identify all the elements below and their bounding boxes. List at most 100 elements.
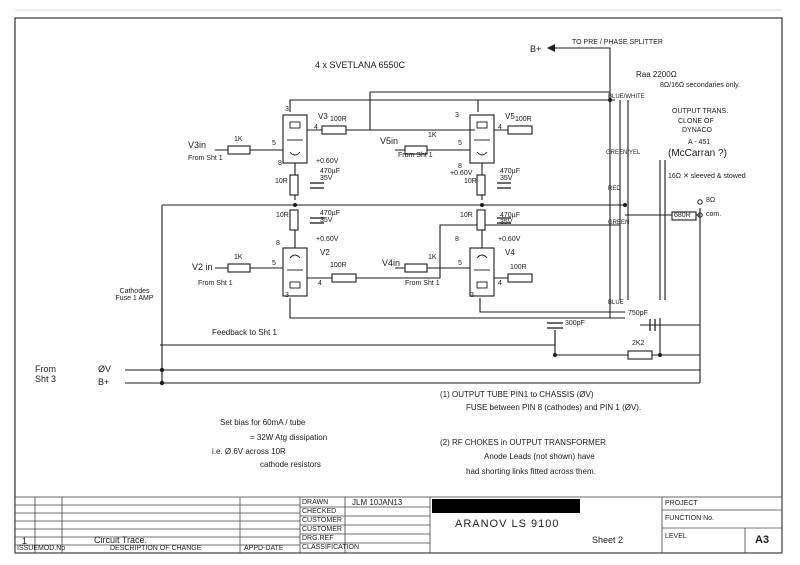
tube-v3-cathode-r: 10R — [275, 178, 288, 185]
feedback-label: Feedback to Sht 1 — [212, 328, 277, 337]
tb-desc-label: DESCRIPTION OF CHANGE — [110, 545, 202, 552]
tb-drg-ref-label: DRG.REF — [302, 535, 334, 542]
tube-v2-cathode-r: 10R — [276, 212, 289, 219]
note2-line2: Anode Leads (not shown) have — [484, 452, 595, 461]
tube-internals — [287, 121, 490, 289]
pin-label-v4-5: 5 — [458, 260, 462, 267]
tube-v5-input: V5in — [380, 136, 399, 146]
wire-blue-white: BLUE/WHITE — [608, 94, 645, 100]
diagram-title: 4 x SVETLANA 6550C — [315, 60, 406, 70]
transformer-raa: Raa 2200Ω — [636, 70, 677, 79]
tube-v3-from: From Sht 1 — [188, 155, 223, 162]
tube-v5-grid-r: 1K — [428, 132, 437, 139]
tb-desc-value: Circuit Trace. — [94, 535, 148, 545]
pin-label-v2-3: 3 — [285, 292, 289, 299]
tb-mod-no-label: MOD.No — [38, 545, 66, 552]
tube-v2-cap: 470µF 35V — [320, 210, 340, 224]
tb-issue-label: ISSUE — [17, 545, 39, 552]
tube-v3-grid-r: 1K — [234, 136, 243, 143]
pin-label-v2-8: 8 — [276, 240, 280, 247]
schematic-wiring — [125, 47, 701, 385]
tube-v4-grid-r: 1K — [428, 254, 437, 261]
tube-v4-bias: +0.60V — [498, 236, 521, 243]
pin-label-v3-4: 4 — [314, 124, 318, 131]
transformer-tap-note: 16Ω ✕ sleeved & stowed — [668, 173, 746, 180]
tb-sheet: Sheet 2 — [592, 535, 624, 545]
tube-v5-from: From Sht 1 — [398, 152, 433, 159]
transformer-out-com: com. — [706, 211, 722, 218]
tb-function-label: FUNCTION No. — [665, 515, 714, 522]
junctions — [159, 44, 703, 386]
tube-v2-input: V2 in — [192, 262, 213, 272]
rail-0v-label: ØV — [98, 364, 112, 374]
tube-v2-ref: V2 — [320, 248, 330, 257]
transformer-out-8: 8Ω — [706, 197, 716, 204]
pin-label-v4-8: 8 — [455, 236, 459, 243]
note2-line1: (2) RF CHOKES in OUTPUT TRANSFORMER — [440, 438, 606, 447]
pin-label-v3-3: 3 — [285, 106, 289, 113]
transformer-secondary-note: 8Ω/16Ω secondaries only. — [660, 82, 740, 89]
tb-appd-date-label: APPD-DATE — [244, 545, 284, 552]
wire-green: GREEN — [608, 220, 630, 226]
wire-red: RED — [608, 186, 621, 192]
resistors — [227, 125, 697, 360]
b-plus-top-label: B+ — [530, 44, 542, 54]
bias-line1: Set bias for 60mA / tube — [220, 418, 306, 427]
pin-label-v3-5: 5 — [272, 140, 276, 147]
tb-classification-label: CLASSIFICATION — [302, 544, 360, 551]
tube-v4-screen-r: 100R — [510, 264, 527, 271]
transformer-maker: DYNACO — [682, 127, 712, 134]
tb-checked-label: CHECKED — [302, 508, 337, 515]
pin-label-v4-3: 3 — [470, 292, 474, 299]
pin-label-v3-8: 8 — [278, 160, 282, 167]
from-sht3-label: From Sht 3 — [35, 364, 57, 384]
note2-line3: had shorting links fitted across them. — [466, 467, 596, 476]
tb-customer-label-2: CUSTOMER — [302, 526, 342, 533]
title-block-frame — [14, 496, 783, 554]
cap-750-label: 750pF — [628, 310, 648, 317]
tube-v4-from: From Sht 1 — [405, 280, 440, 287]
pin-label-v5-4: 4 — [498, 124, 502, 131]
transformer-alt: (McCarran ?) — [668, 148, 727, 159]
capacitors — [310, 182, 656, 331]
tb-project-label: PROJECT — [665, 500, 698, 507]
sheet-border — [14, 17, 783, 554]
tube-v3-input: V3in — [188, 140, 207, 150]
tb-drawn-value: JLM 10JAN13 — [352, 498, 403, 507]
tube-v2-screen-r: 100R — [330, 262, 347, 269]
tube-v4-ref: V4 — [505, 248, 515, 257]
pin-label-v5-5: 5 — [458, 140, 462, 147]
pin-label-v2-4: 4 — [318, 280, 322, 287]
cathodes-fuse-label: Cathodes Fuse 1 AMP — [115, 288, 154, 302]
pin-label-v4-4: 4 — [498, 280, 502, 287]
tube-v3-screen-r: 100R — [330, 116, 347, 123]
bias-line2: = 32W Atg dissipation — [250, 433, 328, 442]
cap-300-label: 300pF — [565, 320, 585, 327]
pin-label-v5-8: 8 — [458, 163, 462, 170]
tube-v5-ref: V5 — [505, 112, 515, 121]
transformer-model: A - 451 — [688, 139, 711, 146]
tb-issue-value: 1 — [22, 536, 28, 546]
tube-v4-input: V4in — [382, 258, 401, 268]
wire-green-yel: GREEN/YEL — [606, 150, 641, 156]
tb-level-label: LEVEL — [665, 533, 687, 540]
to-phase-splitter-label: TO PRE / PHASE SPLITTER — [572, 39, 663, 46]
note1-line2: FUSE between PIN 8 (cathodes) and PIN 1 … — [466, 403, 642, 412]
tube-v4-cap: 470µF 35V — [500, 212, 520, 226]
pin-label-v5-3: 3 — [455, 112, 459, 119]
pin-label-v2-5: 5 — [272, 260, 276, 267]
transformer-title: OUTPUT TRANS. — [672, 108, 729, 115]
tb-size: A3 — [755, 534, 770, 546]
tube-v4-cathode-r: 10R — [460, 212, 473, 219]
tube-v3-bias: +0.60V — [316, 158, 339, 165]
tube-v3-ref: V3 — [318, 112, 328, 121]
tube-v5-cap: 470µF 35V — [500, 168, 520, 182]
tb-drawing-title: ARANOV LS 9100 — [455, 518, 560, 530]
tube-v2-grid-r: 1K — [234, 254, 243, 261]
tube-v5-cathode-r: 10R — [464, 178, 477, 185]
note1-line1: (1) OUTPUT TUBE PIN1 to CHASSIS (ØV) — [440, 390, 594, 399]
tube-v5-bias: +0.60V — [450, 170, 473, 177]
tube-v5-screen-r: 100R — [515, 116, 532, 123]
redaction-bar — [432, 499, 580, 513]
